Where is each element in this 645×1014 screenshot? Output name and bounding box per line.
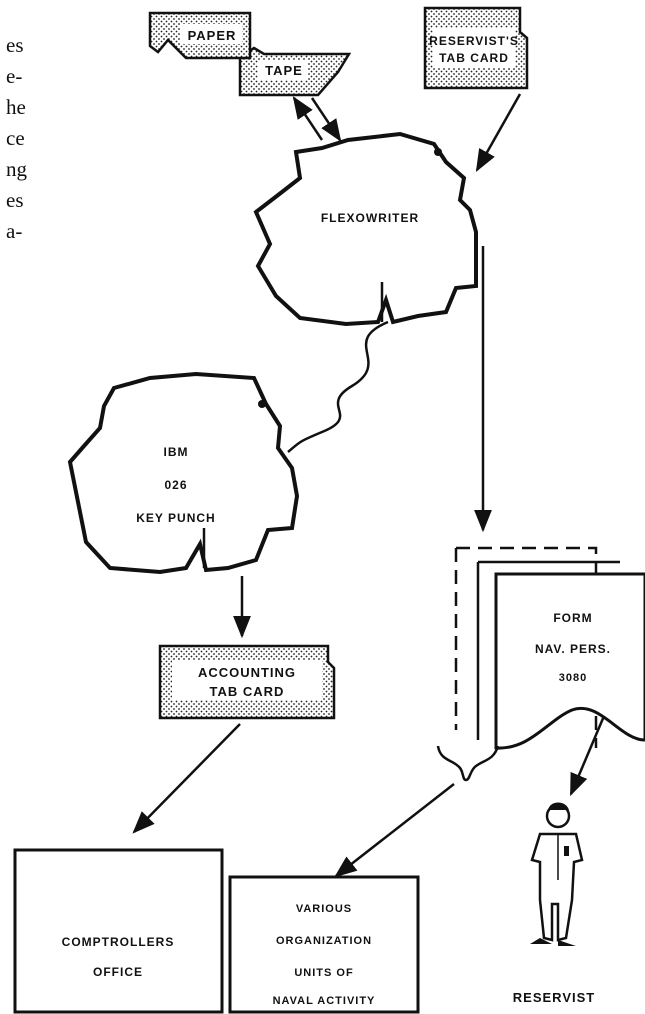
svg-text:ORGANIZATION: ORGANIZATION <box>276 935 372 947</box>
svg-text:ng: ng <box>6 157 28 181</box>
cable-connector <box>288 322 388 452</box>
svg-text:VARIOUS: VARIOUS <box>296 903 352 915</box>
accounting-tab-card: ACCOUNTING TAB CARD <box>160 646 334 718</box>
svg-text:ce: ce <box>6 126 25 150</box>
svg-text:UNITS OF: UNITS OF <box>294 967 353 979</box>
naval-units-box: VARIOUS ORGANIZATION UNITS OF NAVAL ACTI… <box>230 877 418 1012</box>
svg-text:NAVAL ACTIVITY: NAVAL ACTIVITY <box>273 995 376 1007</box>
svg-text:es: es <box>6 33 24 57</box>
svg-text:RESERVIST'S: RESERVIST'S <box>429 34 519 48</box>
svg-text:IBM: IBM <box>164 445 189 459</box>
arrow-from-reservist-card <box>477 94 520 170</box>
paper-label: PAPER <box>188 28 237 43</box>
arrow-to-reservist <box>571 716 604 794</box>
svg-text:he: he <box>6 95 26 119</box>
svg-text:NAV. PERS.: NAV. PERS. <box>535 642 611 656</box>
svg-text:3080: 3080 <box>559 672 587 684</box>
ibm-key-punch-node: IBM 026 KEY PUNCH <box>70 374 297 572</box>
svg-text:KEY PUNCH: KEY PUNCH <box>136 511 215 525</box>
form-stack: FORM NAV. PERS. 3080 <box>456 548 645 748</box>
paper-tape-node: PAPER TAPE <box>150 13 349 95</box>
svg-text:FORM: FORM <box>553 611 592 625</box>
svg-text:a-: a- <box>6 219 22 243</box>
arrow-to-various-units <box>336 784 454 876</box>
svg-text:FLEXOWRITER: FLEXOWRITER <box>321 211 419 225</box>
arrow-to-comptrollers <box>134 724 240 832</box>
svg-text:026: 026 <box>164 478 187 492</box>
svg-text:TAB CARD: TAB CARD <box>439 51 509 65</box>
arrow-to-paper-tape <box>294 98 322 140</box>
svg-text:e-: e- <box>6 64 22 88</box>
reservist-tab-card: RESERVIST'S TAB CARD <box>425 8 527 88</box>
svg-text:TAB CARD: TAB CARD <box>210 684 285 699</box>
tape-label: TAPE <box>265 63 303 78</box>
svg-text:OFFICE: OFFICE <box>93 965 143 979</box>
reservist-label: RESERVIST <box>513 990 595 1005</box>
copies-brace <box>438 746 498 780</box>
svg-text:COMPTROLLERS: COMPTROLLERS <box>62 935 175 949</box>
intro-text-fragments: es e- he ce ng es a- <box>6 33 28 243</box>
svg-text:es: es <box>6 188 24 212</box>
reservist-figure: RESERVIST <box>513 803 595 1006</box>
comptrollers-office-box: COMPTROLLERS OFFICE <box>15 850 222 1012</box>
flexowriter-node: FLEXOWRITER <box>256 134 476 324</box>
arrow-from-paper-tape <box>312 98 340 140</box>
svg-text:ACCOUNTING: ACCOUNTING <box>198 665 296 680</box>
